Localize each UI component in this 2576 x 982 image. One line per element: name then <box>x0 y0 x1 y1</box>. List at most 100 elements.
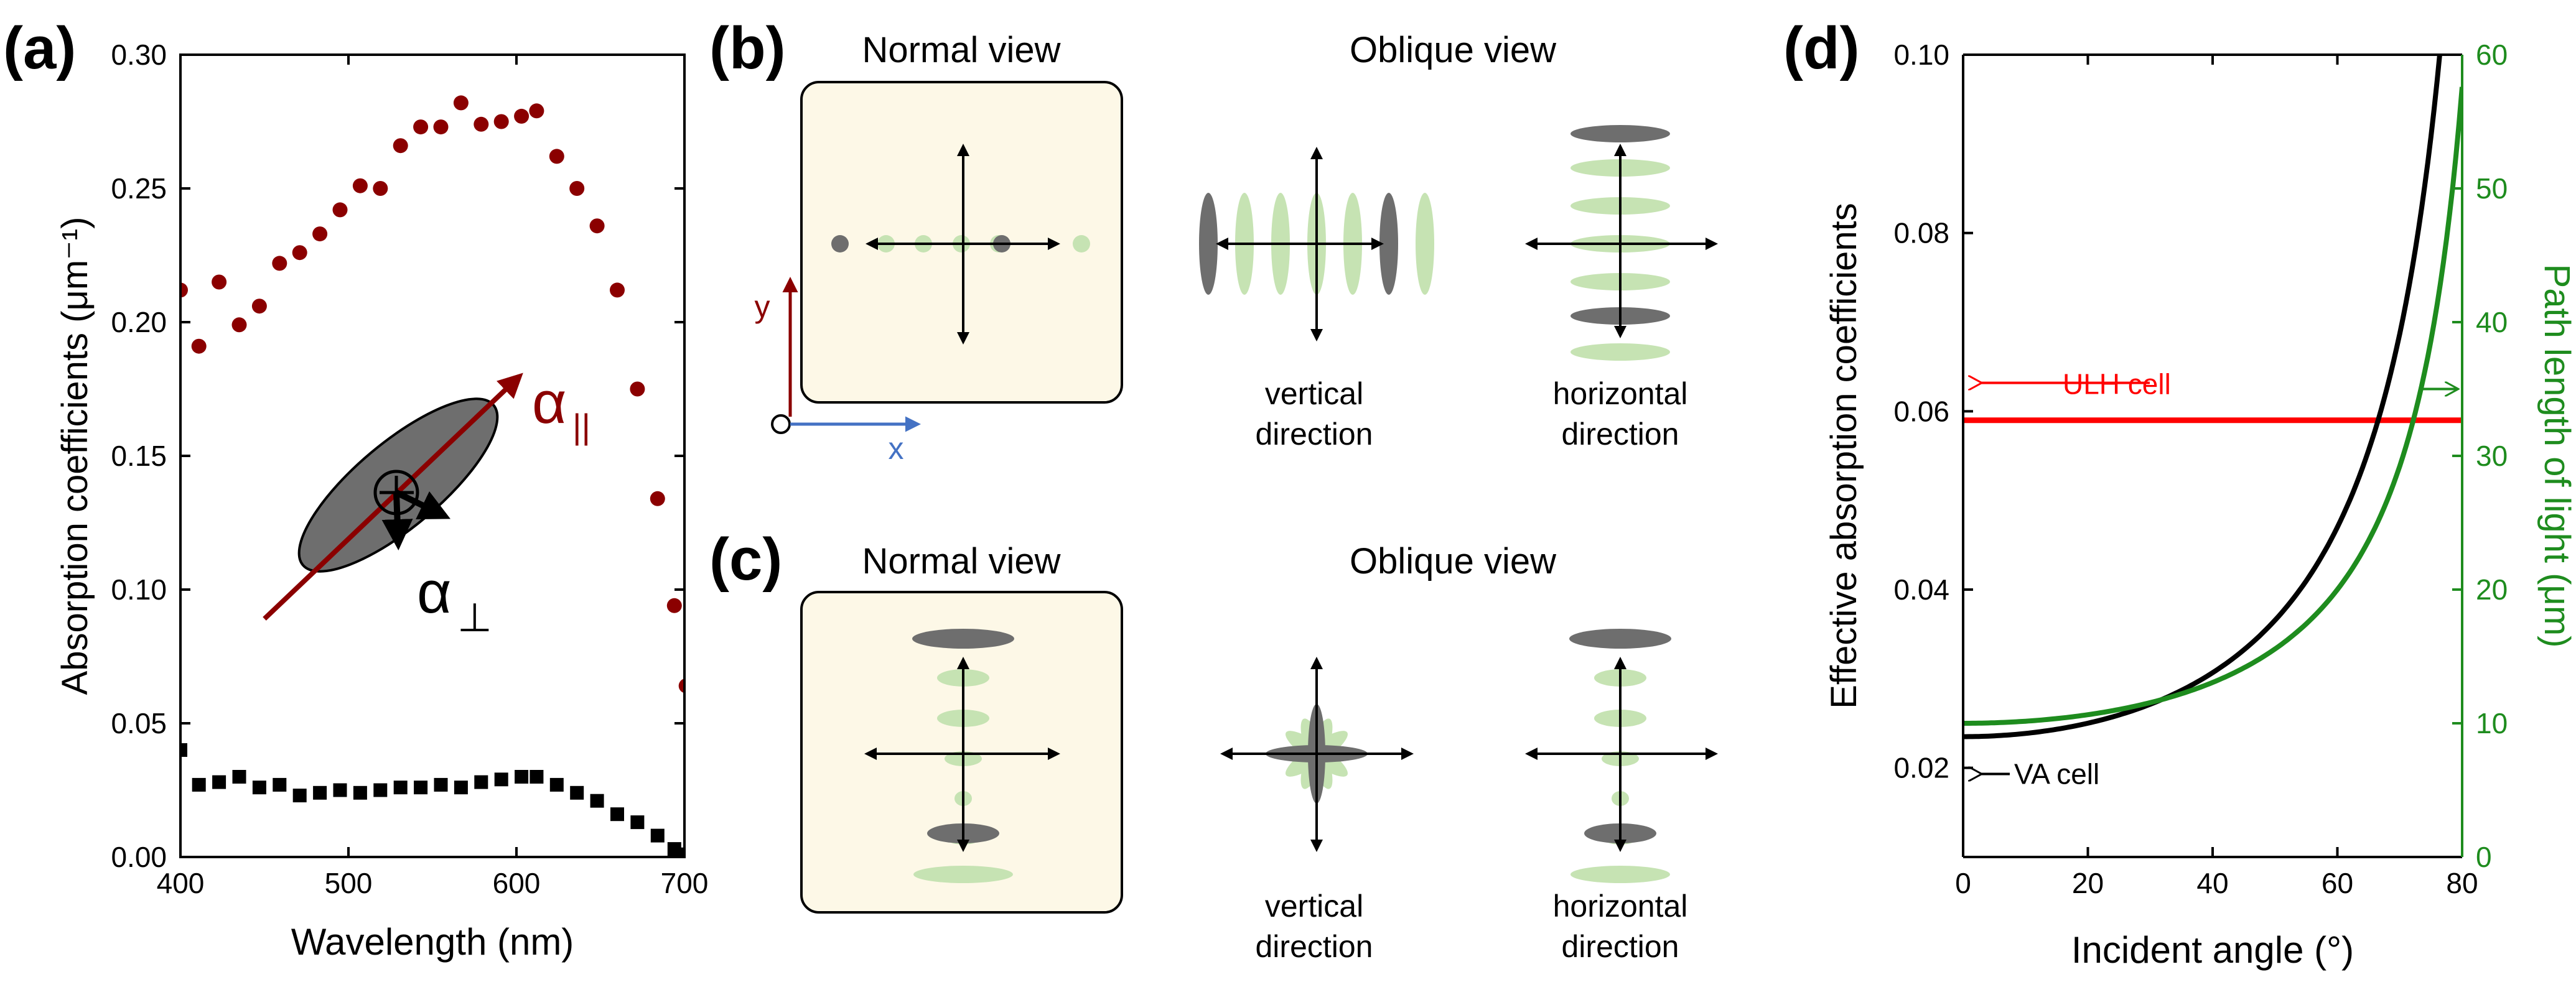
caption-vertical-line1: vertical <box>1265 376 1363 411</box>
data-point <box>570 785 584 800</box>
y-axis-title: Effective absorption coefficients <box>1824 203 1864 709</box>
data-point <box>414 781 428 795</box>
data-point <box>292 245 307 261</box>
data-point <box>678 679 684 693</box>
data-point <box>192 777 206 792</box>
data-point <box>251 299 267 314</box>
data-point <box>312 226 328 242</box>
gray-ellipse <box>1379 193 1398 295</box>
y-tick-label: 0.04 <box>1893 573 1949 606</box>
y-tick-label: 0.05 <box>111 707 167 739</box>
series-line <box>1963 86 2462 726</box>
panel-c-oblique-vertical: vertical direction <box>1220 657 1414 964</box>
green-ellipse <box>1416 193 1434 295</box>
panel-label-b: (b) <box>709 15 786 81</box>
panel-a-inset: α || α ⊥ <box>263 369 590 640</box>
y-tick-label: 0.15 <box>111 440 167 472</box>
caption-horizontal-line1: horizontal <box>1553 889 1688 924</box>
y2-tick-label: 0 <box>2476 841 2492 873</box>
series-line <box>1963 55 2442 739</box>
data-point <box>413 119 429 135</box>
data-point <box>679 847 684 857</box>
y2-tick-label: 20 <box>2476 573 2508 606</box>
y2-tick-label: 50 <box>2476 172 2508 205</box>
y-tick-label: 0.10 <box>1893 39 1949 71</box>
data-point <box>494 772 508 787</box>
panel-c-oblique-horizontal: horizontal direction <box>1525 629 1718 964</box>
plot-area <box>1963 55 2462 739</box>
y2-tick-label: 60 <box>2476 39 2508 71</box>
data-point <box>373 181 388 196</box>
alpha-perp-symbol: α <box>417 559 452 626</box>
x-tick-label: 80 <box>2446 867 2478 899</box>
y-tick-label: 0.20 <box>111 306 167 338</box>
x-tick-label: 0 <box>1955 867 1971 899</box>
plot-frame <box>179 53 686 858</box>
panel-b-oblique-view-title: Oblique view <box>1350 30 1557 70</box>
data-point <box>180 743 187 757</box>
absorber-ellipse <box>297 397 499 573</box>
data-point <box>272 256 287 271</box>
alpha-parallel-symbol: α <box>532 369 567 436</box>
green-ellipse <box>913 866 1013 883</box>
data-point <box>232 770 246 784</box>
data-point <box>231 317 247 333</box>
alpha-parallel-arrow <box>263 373 523 621</box>
data-point <box>610 807 624 822</box>
data-point <box>569 181 585 196</box>
panel-c-oblique-view-title: Oblique view <box>1350 541 1557 581</box>
x-axis-label: x <box>889 431 904 466</box>
data-point <box>454 781 468 795</box>
data-point <box>474 775 488 789</box>
caption-vertical-line2: direction <box>1256 929 1373 964</box>
x-tick-label: 500 <box>325 867 373 899</box>
y-tick-label: 0.06 <box>1893 395 1949 427</box>
panel-b-normal-view <box>831 144 1090 345</box>
series-label-va: VA cell <box>2014 758 2099 790</box>
data-point <box>180 282 188 298</box>
y2-tick-label: 10 <box>2476 707 2508 739</box>
data-point <box>590 794 604 808</box>
data-point <box>373 783 388 797</box>
data-point <box>273 777 287 792</box>
data-point <box>393 781 408 795</box>
panel-c-normal-view-title: Normal view <box>862 541 1061 581</box>
data-point <box>589 218 605 234</box>
data-point <box>313 785 327 800</box>
panel-b-oblique-horizontal: horizontal direction <box>1525 125 1718 452</box>
y2-tick-label: 40 <box>2476 306 2508 338</box>
panel-b-xy-axes: y x <box>755 277 921 466</box>
x-axis-title: Wavelength (nm) <box>291 921 574 963</box>
data-point <box>433 119 449 135</box>
caption-horizontal-line2: direction <box>1562 929 1679 964</box>
y-tick-label: 0.10 <box>111 573 167 606</box>
data-point <box>549 777 564 792</box>
y-tick-label: 0.00 <box>111 841 167 873</box>
data-point <box>666 598 682 613</box>
data-point <box>332 202 348 218</box>
data-point <box>333 783 347 797</box>
panel-b-normal-view-title: Normal view <box>862 30 1061 70</box>
panel-label-d: (d) <box>1783 15 1860 81</box>
gray-ellipse <box>912 629 1014 649</box>
data-point <box>212 775 226 789</box>
data-point <box>630 381 645 397</box>
y-tick-label: 0.25 <box>111 172 167 205</box>
x-tick-label: 20 <box>2072 867 2104 899</box>
gray-ellipse <box>1569 629 1671 649</box>
caption-horizontal-line2: direction <box>1562 417 1679 452</box>
caption-horizontal-line1: horizontal <box>1553 376 1688 411</box>
alpha-perp-arrow-1 <box>394 489 450 519</box>
y-tick-label: 0.30 <box>111 39 167 71</box>
data-point <box>191 338 207 354</box>
panel-label-a: (a) <box>3 15 76 81</box>
caption-vertical-line1: vertical <box>1265 889 1363 924</box>
alpha-parallel-subscript: || <box>572 407 590 446</box>
y-tick-label: 0.02 <box>1893 752 1949 784</box>
panel-label-c: (c) <box>709 526 782 593</box>
gray-ellipse <box>1570 125 1670 142</box>
data-point <box>514 108 530 124</box>
gray-dot <box>831 235 849 252</box>
